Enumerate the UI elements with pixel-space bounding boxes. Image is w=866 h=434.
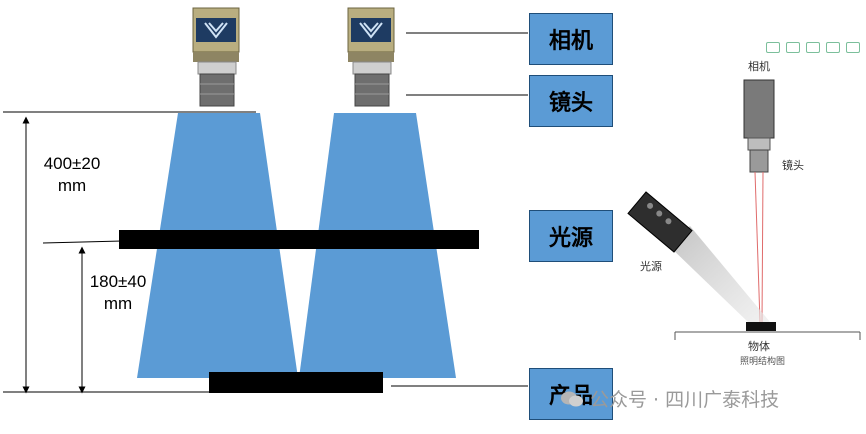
- inset-object-label: 物体: [748, 340, 770, 353]
- toolbar-icon[interactable]: [786, 42, 800, 53]
- right-lens: [352, 61, 392, 107]
- inset-light-label: 光源: [640, 260, 662, 273]
- toolbar-icon[interactable]: [766, 42, 780, 53]
- left-lens: [197, 61, 237, 107]
- toolbar-icon[interactable]: [846, 42, 860, 53]
- lens-label: 镜头: [548, 91, 593, 116]
- light-label: 光源: [548, 226, 593, 251]
- lens-label-box: 镜头: [529, 75, 613, 127]
- inset-camera-label: 相机: [748, 60, 770, 73]
- product-bar: [209, 372, 383, 393]
- light-source-bar: [119, 230, 479, 249]
- inset-lens-label: 镜头: [782, 159, 804, 172]
- distance-1-unit: mm: [57, 176, 87, 195]
- inset-toolbar: [766, 42, 866, 53]
- distance-2-unit: mm: [103, 294, 133, 313]
- distance-label-2: 180±40 mm: [76, 271, 160, 315]
- light-level-line: [42, 240, 123, 244]
- light-label-box: 光源: [529, 210, 613, 262]
- right-camera: [347, 7, 395, 62]
- inset-illustration: [627, 79, 861, 340]
- inset-caption: 照明结构图: [740, 357, 786, 367]
- toolbar-icon[interactable]: [806, 42, 820, 53]
- distance-2-value: 180±40: [89, 272, 147, 291]
- camera-label-box: 相机: [529, 13, 613, 65]
- left-camera: [192, 7, 240, 62]
- product-label-box: 产品: [529, 368, 613, 420]
- watermark: 公众号 · 四川广泰科技: [560, 385, 779, 412]
- watermark-text: 公众号 · 四川广泰科技: [590, 389, 780, 411]
- distance-label-1: 400±20 mm: [30, 153, 114, 197]
- distance-1-value: 400±20: [43, 154, 101, 173]
- wechat-icon: [561, 391, 583, 406]
- toolbar-icon[interactable]: [826, 42, 840, 53]
- camera-label: 相机: [548, 29, 593, 54]
